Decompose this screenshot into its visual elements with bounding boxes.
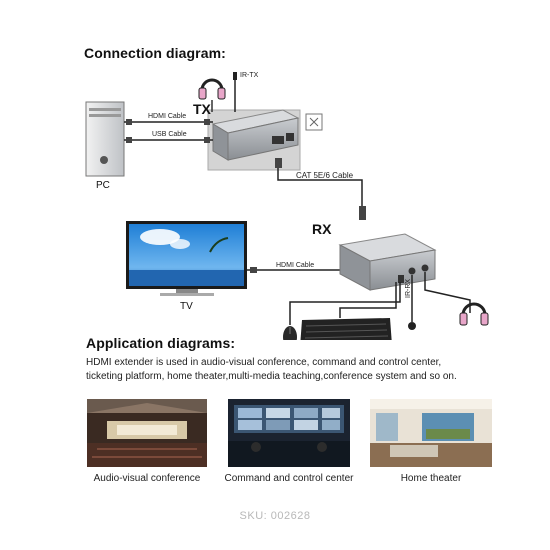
headphones-rx-icon [459,302,489,326]
tx-label: TX [193,101,211,117]
rx-extender-icon [338,233,437,291]
caption-command-control-center: Command and control center [224,473,354,484]
sku-label: SKU: 002628 [239,510,311,522]
hdmi-cable-rx-label: HDMI Cable [276,262,315,269]
keyboard-icon [300,318,392,340]
mouse-icon [283,326,297,340]
tv-label: TV [180,301,193,312]
control-center-photo [228,399,350,467]
headphones-tx-icon [198,78,226,112]
home-theater-photo [370,399,492,467]
rx-label: RX [312,221,332,237]
cat-cable-label: CAT 5E/6 Cable [296,171,354,180]
connection-diagram [85,72,489,340]
ir-rx-label: IR-RX [405,278,412,298]
application-diagrams-title: Application diagrams: [86,335,236,351]
hdmi-cable-tx-label: HDMI Cable [148,113,187,120]
tv-icon [126,221,247,296]
description-line-2: ticketing platform, home theater,multi-m… [86,371,457,382]
tx-extender-icon [211,109,300,161]
application-description: HDMI extender is used in audio-visual co… [86,356,457,384]
conference-room-photo [87,399,207,467]
pc-tower-icon [85,101,125,177]
ir-tx-label: IR-TX [240,72,259,79]
usb-cable-label: USB Cable [152,131,187,138]
connection-diagram-title: Connection diagram: [84,45,226,61]
description-line-1: HDMI extender is used in audio-visual co… [86,357,442,368]
pc-label: PC [96,180,110,191]
caption-audio-visual-conference: Audio-visual conference [93,473,201,484]
caption-home-theater: Home theater [400,473,462,484]
